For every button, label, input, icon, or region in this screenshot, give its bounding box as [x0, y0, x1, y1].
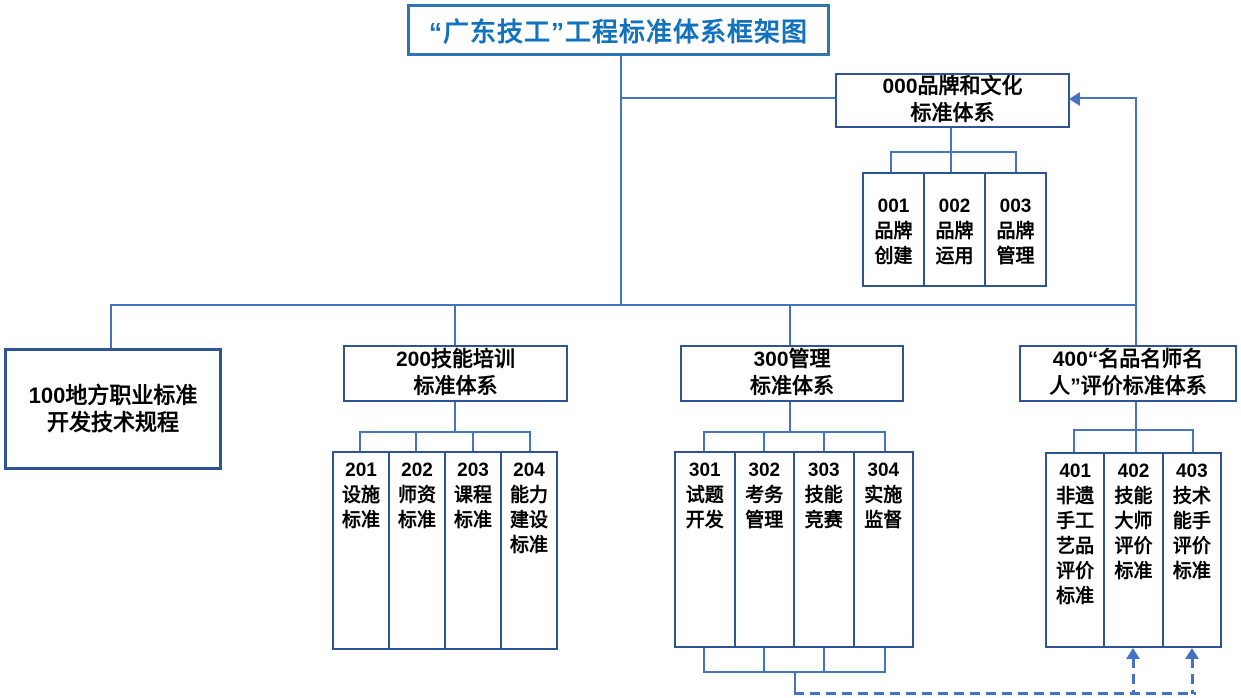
connector-200-stem [454, 400, 456, 433]
group-400-children: 401 非遗 手工 艺品 评价 标准 402 技能 大师 评价 标准 403 技… [1045, 452, 1222, 648]
connector-title-stem [620, 53, 622, 306]
node-000: 000品牌和文化 标准体系 [835, 73, 1070, 128]
connector-200-rail [359, 431, 531, 433]
connector-merge-302 [763, 645, 765, 673]
node-402: 402 技能 大师 评价 标准 [1105, 454, 1164, 646]
connector-merge-303 [823, 645, 825, 673]
connector-drop-403 [1192, 429, 1194, 453]
node-200: 200技能培训 标准体系 [343, 345, 568, 402]
node-003: 003 品牌 管理 [996, 196, 1035, 268]
connector-merge-stem [794, 671, 796, 694]
connector-drop-200 [454, 304, 456, 347]
node-202: 202 师资 标准 [390, 453, 446, 648]
connector-drop-303 [823, 431, 825, 452]
node-403: 403 技术 能手 评价 标准 [1172, 461, 1211, 583]
connector-drop-300 [789, 304, 791, 347]
arrowhead-into-402-icon [1126, 648, 1140, 659]
node-301: 301 试题 开发 [676, 453, 736, 646]
connector-000-rail [890, 151, 1017, 153]
connector-drop-302 [763, 431, 765, 452]
diagram-title: “广东技工”工程标准体系框架图 [407, 4, 830, 56]
dashed-feedback-vertical-402 [1132, 658, 1135, 694]
node-204: 204 能力 建设 标准 [509, 460, 548, 557]
group-300-children: 301 试题 开发 302 考务 管理 303 技能 竞赛 304 实施 监督 [674, 451, 914, 648]
group-200-children: 201 设施 标准 202 师资 标准 203 课程 标准 204 能力 建设 … [332, 451, 558, 650]
node-302: 302 考务 管理 [736, 453, 795, 646]
connector-300-rail [703, 431, 886, 433]
group-000-children: 001 品牌 创建 002 品牌 运用 003 品牌 管理 [862, 172, 1047, 287]
connector-drop-100 [110, 304, 112, 350]
node-300: 300管理 标准体系 [680, 345, 904, 402]
arrowhead-into-000-icon [1069, 92, 1080, 106]
connector-drop-202 [415, 431, 417, 452]
node-001: 001 品牌 创建 [864, 174, 925, 285]
connector-to-000 [620, 97, 836, 99]
node-400: 400“名品名师名 人”评价标准体系 [1019, 345, 1237, 402]
connector-drop-401 [1073, 429, 1075, 453]
connector-right-vertical [1135, 97, 1137, 348]
connector-drop-204 [529, 431, 531, 452]
connector-merge-301 [703, 645, 705, 673]
connector-drop-203 [472, 431, 474, 452]
connector-drop-001 [890, 151, 892, 174]
connector-drop-304 [884, 431, 886, 452]
node-002: 002 品牌 运用 [925, 174, 986, 285]
connector-arrow-line-000 [1079, 97, 1137, 99]
connector-400-rail [1073, 429, 1194, 431]
connector-400-stem [1135, 400, 1137, 454]
node-304: 304 实施 监督 [864, 460, 903, 532]
connector-drop-003 [1015, 151, 1017, 174]
connector-drop-201 [359, 431, 361, 452]
dashed-feedback-horizontal [794, 692, 1196, 695]
node-100: 100地方职业标准 开发技术规程 [4, 348, 222, 470]
arrowhead-into-403-icon [1185, 648, 1199, 659]
node-203: 203 课程 标准 [446, 453, 502, 648]
connector-merge-304 [884, 645, 886, 673]
connector-drop-301 [703, 431, 705, 452]
node-401: 401 非遗 手工 艺品 评价 标准 [1047, 454, 1106, 646]
dashed-feedback-vertical-403 [1191, 658, 1194, 694]
node-303: 303 技能 竞赛 [795, 453, 855, 646]
node-201: 201 设施 标准 [334, 453, 390, 648]
connector-300-stem [789, 400, 791, 433]
connector-main-rail [110, 304, 1137, 306]
